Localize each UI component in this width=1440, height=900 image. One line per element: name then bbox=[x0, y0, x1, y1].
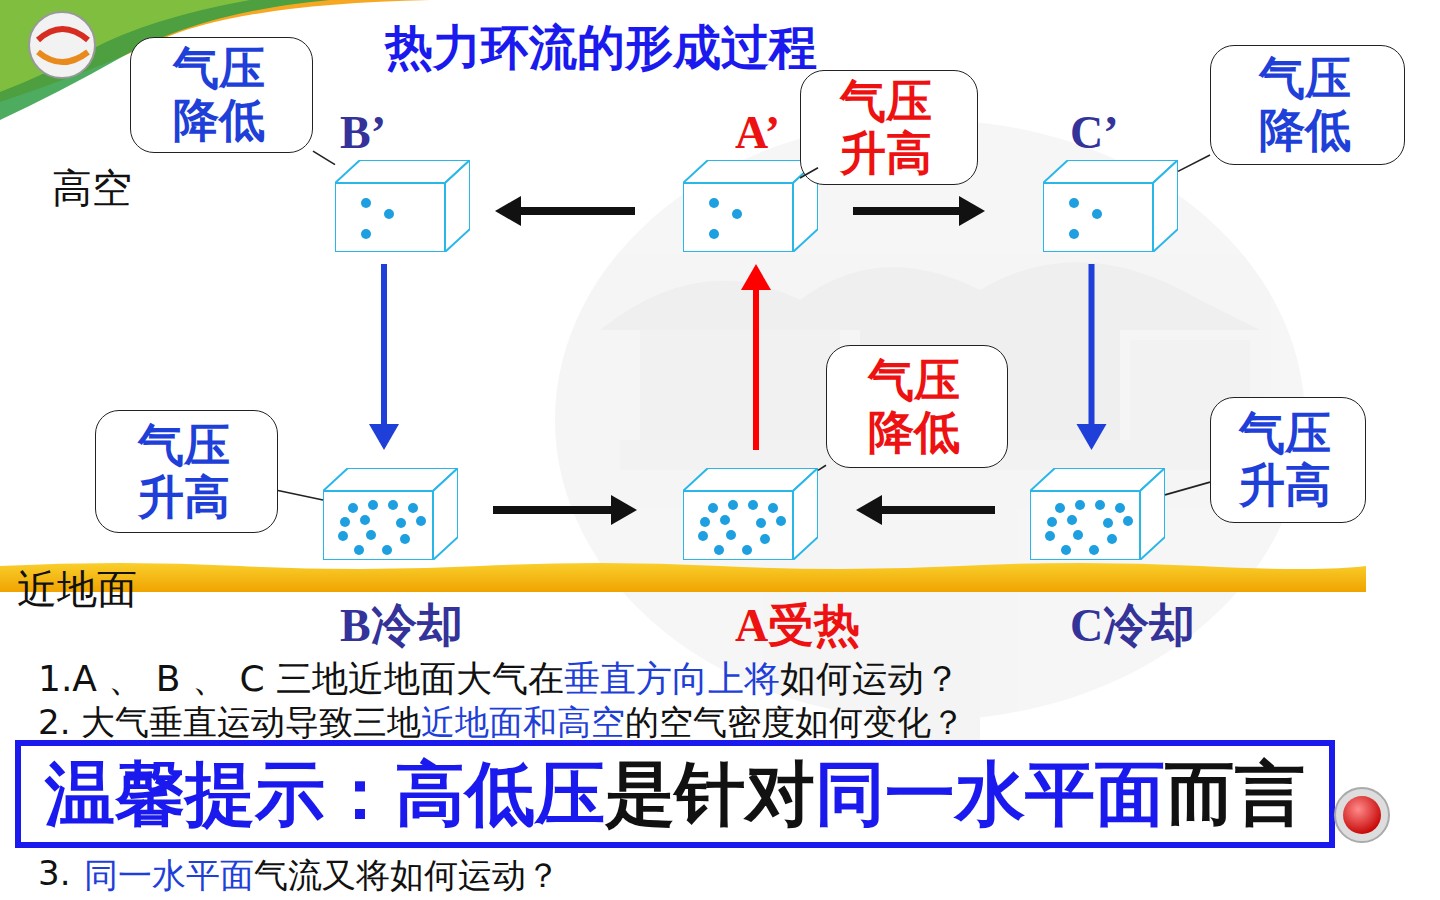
leader-line bbox=[818, 465, 826, 470]
arrow-head bbox=[611, 495, 637, 525]
banner-text: 温馨提示：高低压 bbox=[45, 759, 605, 829]
arrow-shaft bbox=[381, 264, 387, 426]
callout-tail bbox=[1165, 482, 1210, 495]
notice-banner: 温馨提示：高低压是针对同一水平面而言 bbox=[15, 740, 1335, 848]
cube-shape bbox=[335, 160, 470, 252]
arrow-head bbox=[856, 495, 882, 525]
callout-tail bbox=[313, 151, 335, 164]
text-label: 1.A 、 B 、 C 三地近地面大气在 bbox=[38, 655, 564, 704]
callout-bubble: 气压升高 bbox=[800, 70, 978, 185]
leader-line bbox=[1165, 482, 1210, 495]
banner-text: 是针对 bbox=[605, 759, 815, 829]
cube-label: B’ bbox=[340, 110, 386, 156]
banner-text: 同一水平面 bbox=[815, 759, 1165, 829]
text-label: 如何运动？ bbox=[780, 655, 960, 704]
callout-bubble: 气压降低 bbox=[130, 37, 313, 153]
arrow-shaft bbox=[753, 288, 759, 450]
flow-arrow bbox=[856, 495, 995, 525]
callout-text: 气压降低 bbox=[868, 355, 966, 459]
flow-arrow bbox=[1077, 264, 1107, 450]
text-label: 近地面 bbox=[17, 567, 137, 611]
callout-text: 气压升高 bbox=[1239, 408, 1337, 512]
air-cube: C’ bbox=[1043, 160, 1178, 252]
callout-text: 气压降低 bbox=[1259, 53, 1357, 157]
text-label: 同一水平面 bbox=[84, 853, 254, 899]
flow-arrow bbox=[853, 196, 985, 226]
air-cube: C冷却 bbox=[1030, 468, 1165, 560]
callout-text: 气压升高 bbox=[138, 420, 236, 524]
cube-shape bbox=[683, 160, 818, 252]
callout-tail bbox=[1178, 155, 1210, 171]
arrow-shaft bbox=[1089, 264, 1095, 426]
diagram-title: 热力环流的形成过程 bbox=[385, 16, 817, 80]
watermark-photo bbox=[555, 120, 1305, 760]
callout-bubble: 气压降低 bbox=[1210, 45, 1405, 165]
arrow-shaft bbox=[853, 207, 961, 215]
cube-shape bbox=[323, 468, 458, 560]
leader-line bbox=[1178, 155, 1210, 171]
callout-tail bbox=[278, 491, 323, 500]
leader-line bbox=[278, 491, 323, 500]
arrow-head bbox=[369, 424, 399, 450]
flow-arrow bbox=[741, 264, 771, 450]
cube-label: C’ bbox=[1070, 110, 1119, 156]
arrow-head bbox=[741, 264, 771, 290]
red-button bbox=[1335, 788, 1389, 842]
text-label: 气流又将如何运动？ bbox=[254, 853, 560, 899]
air-cube: B’ bbox=[335, 160, 470, 252]
callout-bubble: 气压升高 bbox=[1210, 397, 1366, 523]
arrow-shaft bbox=[880, 506, 995, 514]
cube-shape bbox=[1043, 160, 1178, 252]
callout-text: 气压降低 bbox=[173, 43, 271, 147]
arrow-head bbox=[959, 196, 985, 226]
flow-arrow bbox=[369, 264, 399, 450]
air-cube: B冷却 bbox=[323, 468, 458, 560]
arrow-head bbox=[495, 196, 521, 226]
flow-arrow bbox=[493, 495, 637, 525]
cube-shape bbox=[683, 468, 818, 560]
question-line: 1.A 、 B 、 C 三地近地面大气在垂直方向上将如何运动？ bbox=[38, 655, 960, 704]
banner-text: 而言 bbox=[1165, 759, 1305, 829]
cube-shape bbox=[1030, 468, 1165, 560]
flow-arrow bbox=[495, 196, 635, 226]
ground-band bbox=[0, 563, 1366, 592]
callout-text: 气压升高 bbox=[840, 76, 938, 180]
air-cube: A’ bbox=[683, 160, 818, 252]
air-cube: A受热 bbox=[683, 468, 818, 560]
callout-bubble: 气压升高 bbox=[95, 410, 278, 533]
cube-label: C冷却 bbox=[1070, 603, 1195, 649]
question-line: 3. 同一水平面气流又将如何运动？ bbox=[38, 853, 560, 899]
text-label: 高空 bbox=[52, 166, 132, 210]
cube-label: A’ bbox=[735, 110, 780, 156]
arrow-shaft bbox=[519, 207, 635, 215]
callout-tail bbox=[818, 465, 826, 470]
arrow-head bbox=[1077, 424, 1107, 450]
red-button-core bbox=[1343, 796, 1381, 834]
cube-label: B冷却 bbox=[340, 603, 463, 649]
cube-label: A受热 bbox=[735, 603, 860, 649]
arrow-shaft bbox=[493, 506, 613, 514]
callout-bubble: 气压降低 bbox=[826, 345, 1008, 468]
leader-line bbox=[313, 151, 335, 164]
text-label: 垂直方向上将 bbox=[564, 655, 780, 704]
text-label: 3. bbox=[38, 853, 70, 899]
